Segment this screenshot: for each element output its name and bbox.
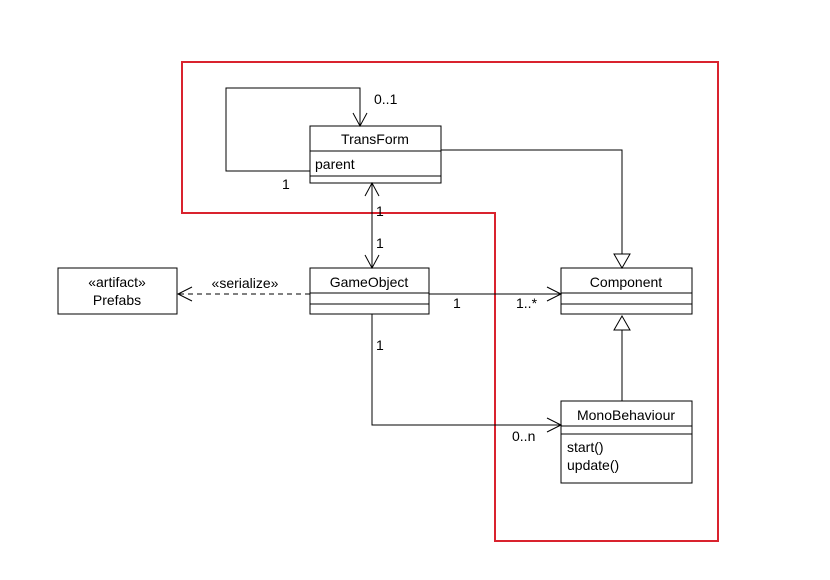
class-monobehaviour-name: MonoBehaviour [577,407,675,423]
artifact-prefabs-name: Prefabs [93,292,141,308]
multiplicity-go-component-left: 1 [453,295,461,311]
class-transform-name: TransForm [341,131,409,147]
class-gameobject-name: GameObject [330,274,409,290]
association-gameobject-monobehaviour [371,314,563,433]
attribute-parent: parent [315,156,355,172]
class-component[interactable]: Component [560,267,693,315]
generalization-transform-component [441,149,631,270]
dependency-serialize [176,286,310,302]
serialize-label: «serialize» [212,275,279,291]
multiplicity-go-mono-top: 1 [376,337,384,353]
multiplicity-transform-go-top: 1 [376,203,384,219]
operation-update: update() [567,457,619,473]
association-gameobject-component [429,286,563,302]
generalization-monobehaviour-component [613,314,631,401]
multiplicity-go-component-right: 1..* [516,295,538,311]
highlight-outline [181,61,719,542]
class-component-name: Component [590,274,662,290]
class-monobehaviour[interactable]: MonoBehaviour start() update() [560,400,693,484]
multiplicity-self-top: 0..1 [374,91,398,107]
artifact-stereotype: «artifact» [88,274,146,290]
class-transform[interactable]: TransForm parent [309,125,442,184]
artifact-prefabs[interactable]: «artifact» Prefabs [57,267,178,315]
multiplicity-transform-go-bottom: 1 [376,235,384,251]
self-association-transform [225,87,368,172]
association-transform-gameobject [364,181,380,270]
operation-start: start() [567,439,604,455]
multiplicity-self-left: 1 [282,176,290,192]
class-gameobject[interactable]: GameObject [309,267,430,315]
multiplicity-go-mono-right: 0..n [512,428,535,444]
